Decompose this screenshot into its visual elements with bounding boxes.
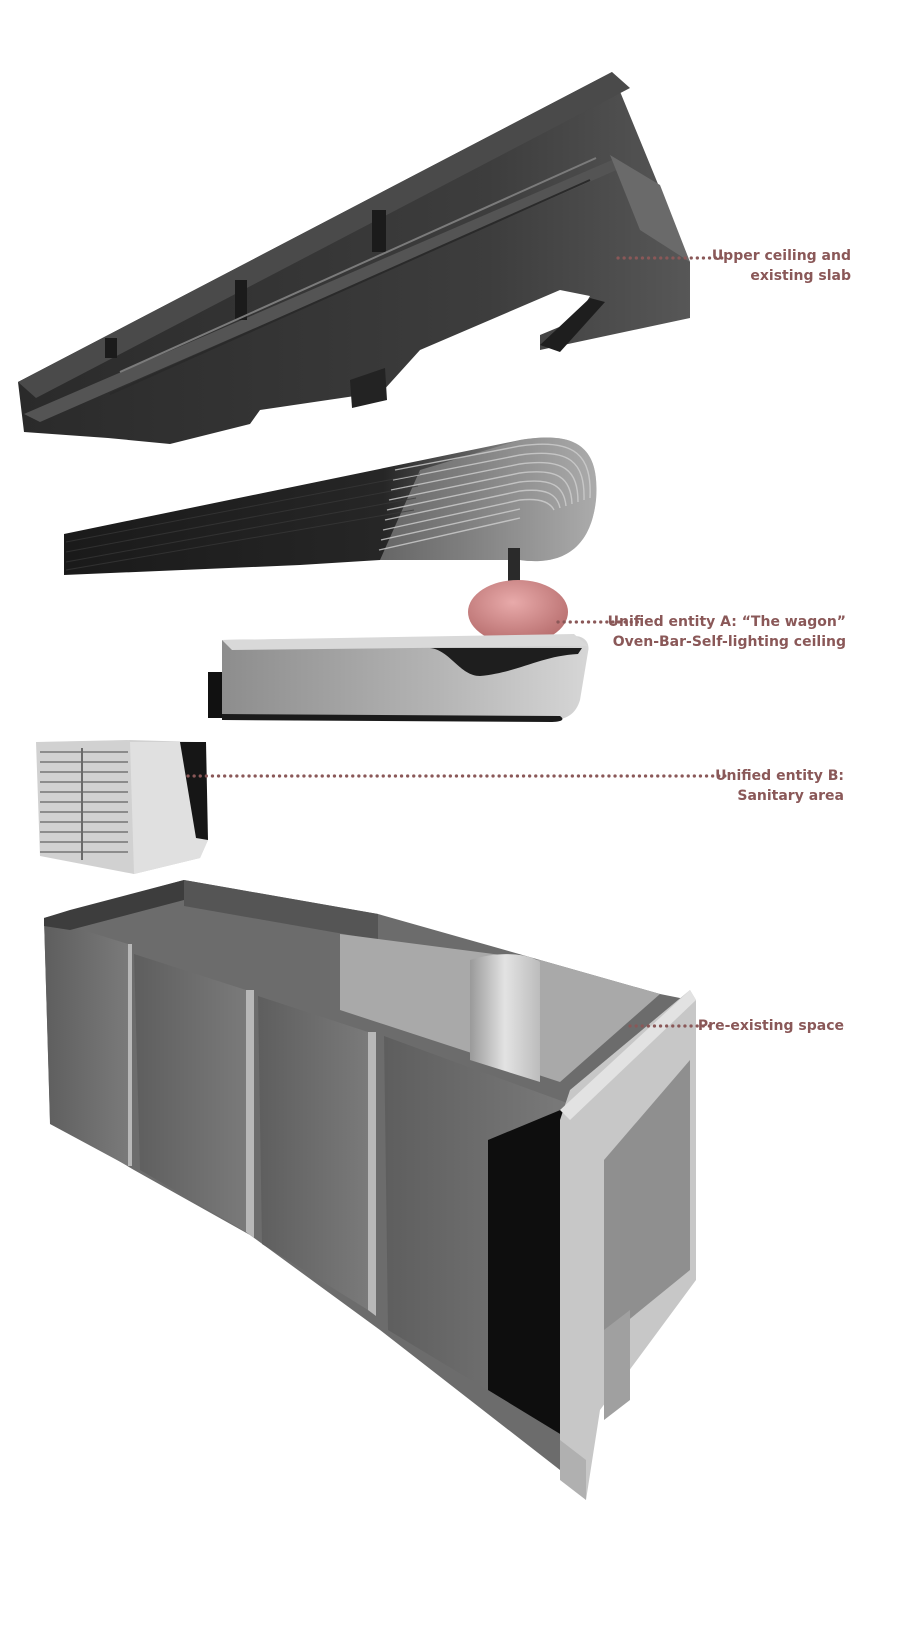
preexisting-space [44,880,696,1500]
label-ceiling: Upper ceiling and existing slab [712,246,851,286]
label-space-line1: Pre-existing space [697,1018,844,1034]
wagon-body [208,580,589,722]
label-ceiling-line1: Upper ceiling and [711,248,851,264]
sanitary-box [36,740,208,874]
wagon-ceiling-slats [64,437,597,588]
label-wagon-line1: Unified entity A: “The wagon” [607,614,846,630]
label-wagon: Unified entity A: “The wagon” Oven-Bar-S… [608,612,846,652]
label-wagon-line2: Oven-Bar-Self-lighting ceiling [612,634,846,650]
ceiling-slab [18,72,690,444]
label-sanitary-line1: Unified entity B: [715,768,844,784]
leader-lines [186,256,730,1028]
label-space: Pre-existing space [698,1016,844,1036]
label-ceiling-line2: existing slab [750,268,851,284]
label-sanitary-line2: Sanitary area [737,788,844,804]
label-sanitary: Unified entity B: Sanitary area [715,766,844,806]
